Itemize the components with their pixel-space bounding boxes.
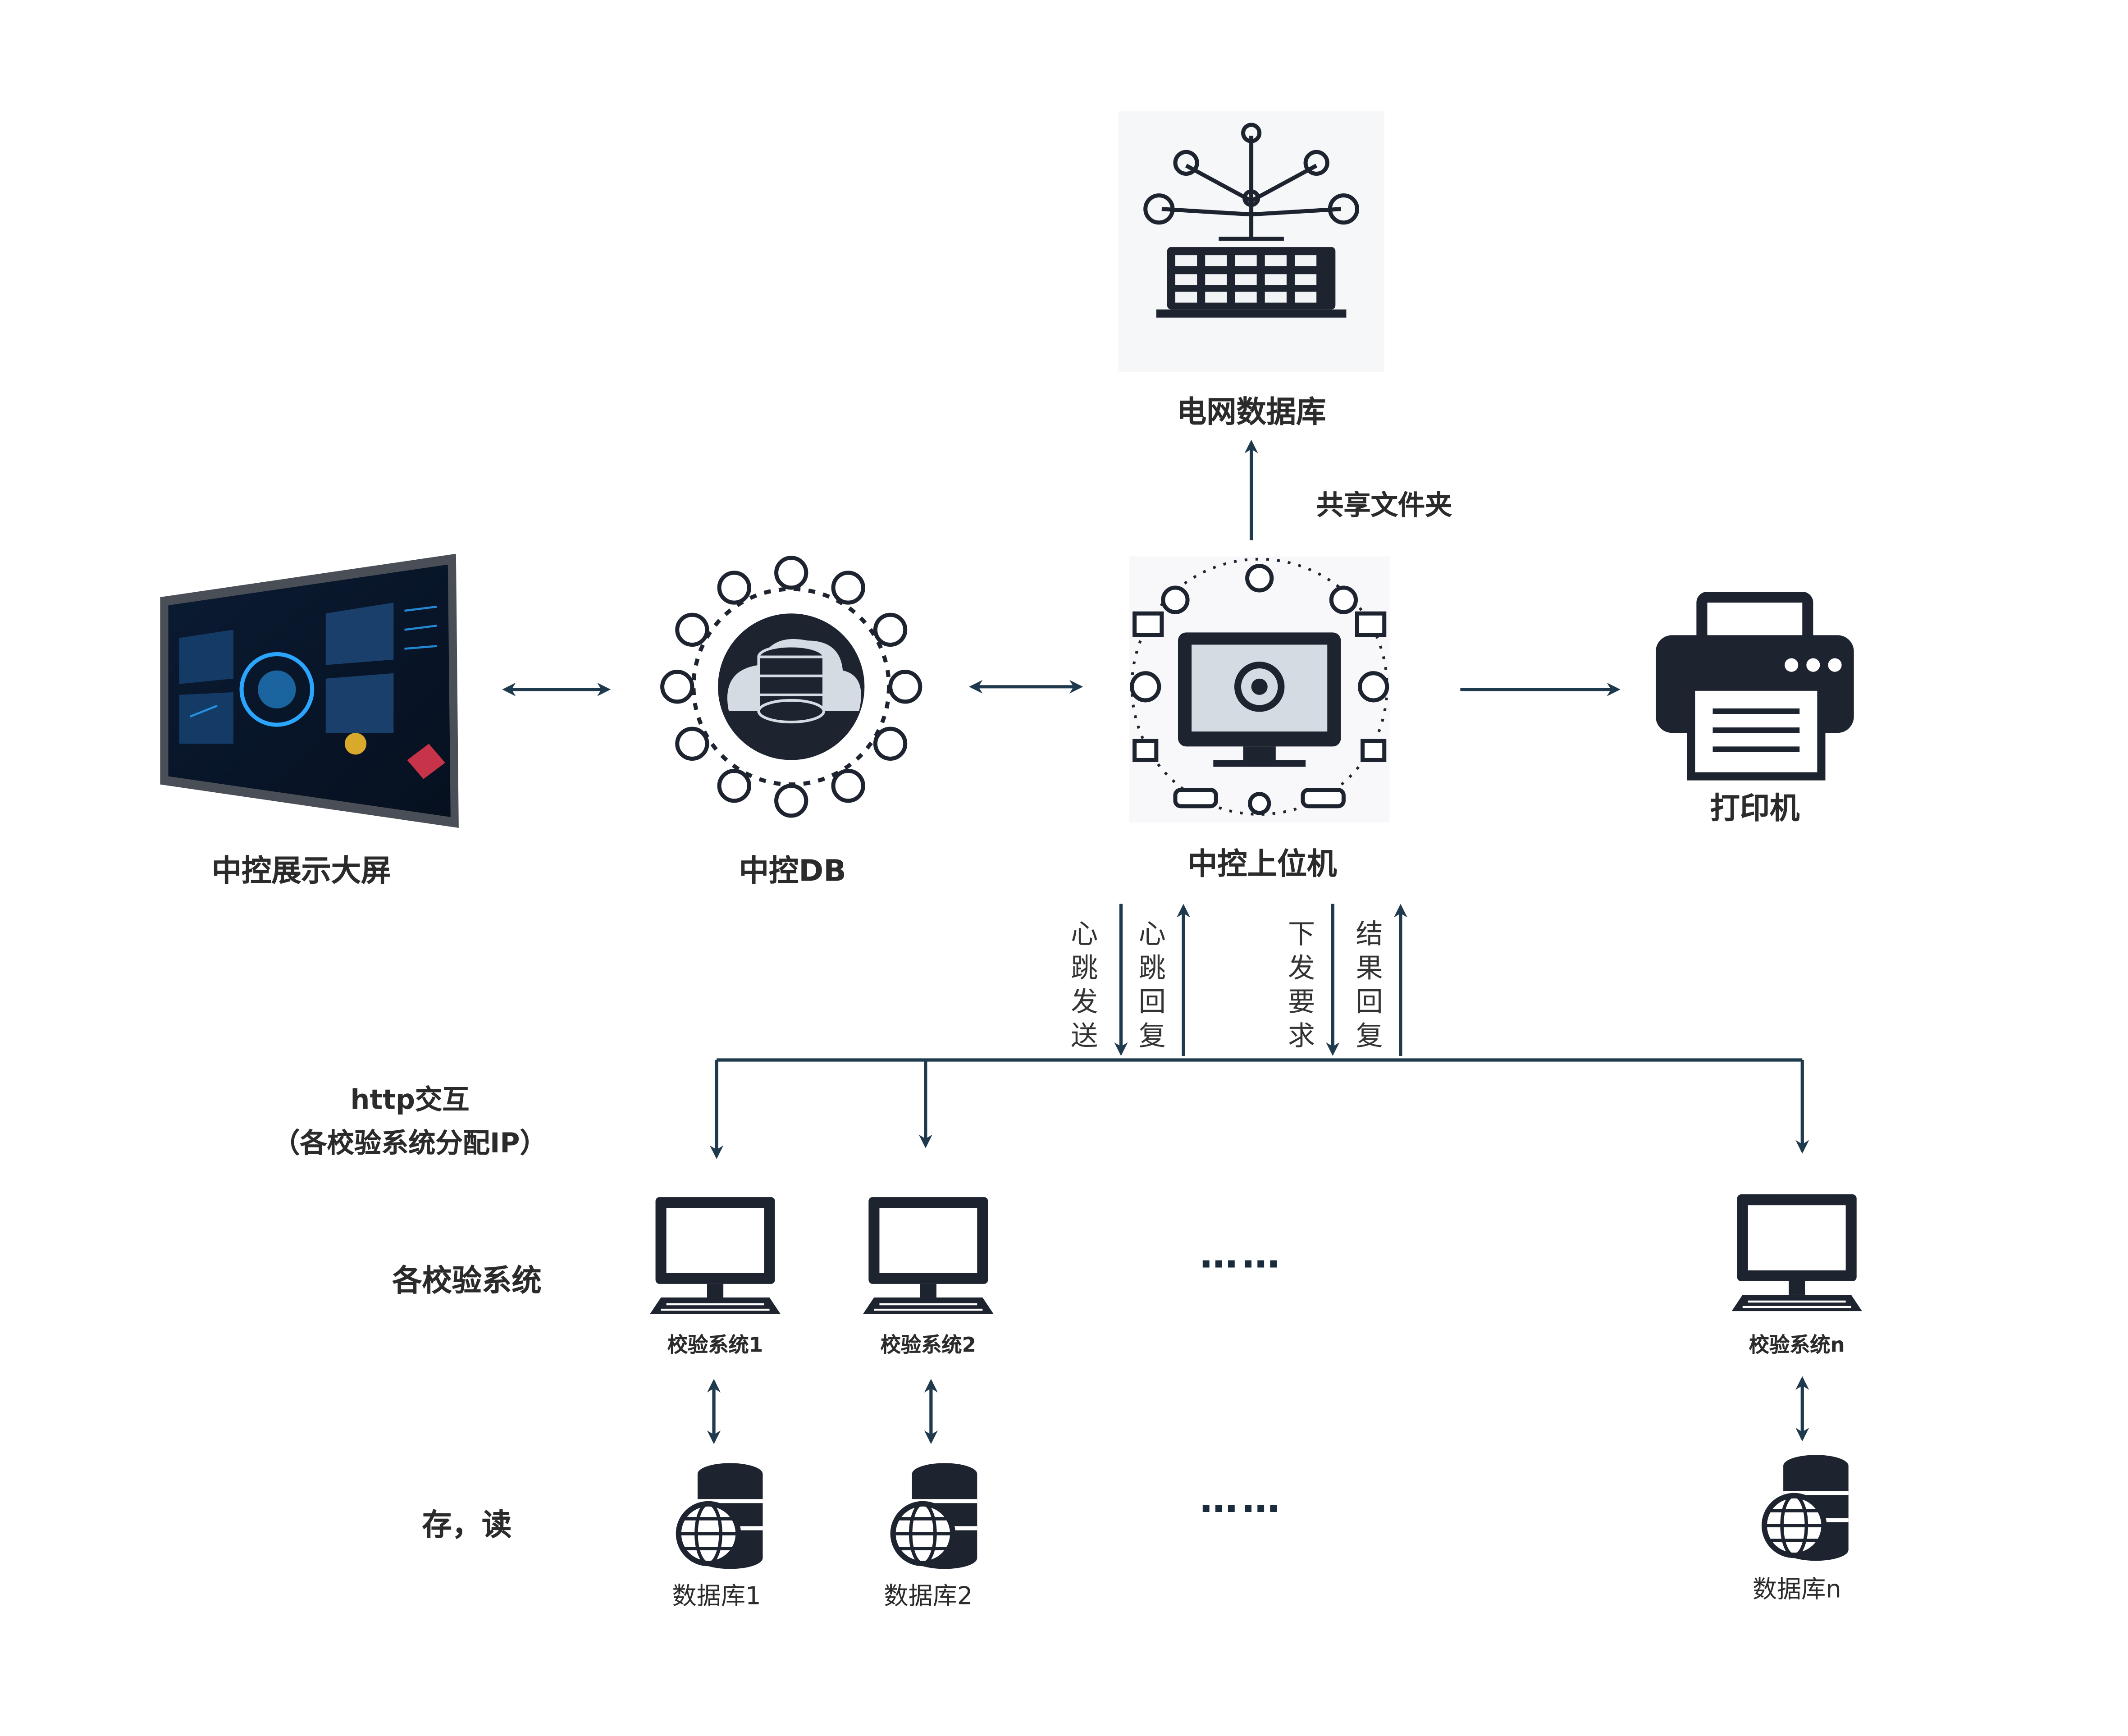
heartbeat-reply-label: 心跳回复 [1138,917,1166,1052]
db-label-n: 数据库n [1752,1576,1841,1604]
monitor-icon-n [1731,1194,1862,1311]
dashboard-screen-icon [160,553,459,828]
shared-folder-label: 共享文件夹 [1316,489,1452,521]
db-label-2: 数据库2 [884,1582,973,1611]
ellipsis-databases: …… [1200,1476,1284,1521]
network-database-icon [1118,111,1384,372]
web-database-icon-n [1761,1455,1849,1561]
system-label-n: 校验系统n [1749,1333,1845,1357]
monitor-icon-1 [650,1197,781,1314]
storage-row-label: 存，读 [422,1509,512,1544]
system-label-2: 校验系统2 [880,1333,976,1357]
issue-request-label: 下发要求 [1288,917,1315,1052]
result-reply-label: 结果回复 [1356,917,1383,1052]
screen-label: 中控展示大屏 [211,855,391,889]
heartbeat-send-label: 心跳发送 [1071,917,1098,1052]
http-subtitle: （各校验系统分配IP） [273,1126,547,1159]
printer-icon [1656,592,1854,781]
http-title: http交互 [350,1083,470,1116]
grid-db-label: 电网数据库 [1176,396,1326,430]
cloud-database-icon [660,556,922,818]
computer-hub-icon [1129,556,1390,822]
web-database-icon-1 [676,1463,763,1569]
systems-row-label: 各校验系统 [392,1265,542,1299]
web-database-icon-2 [890,1463,977,1569]
system-label-1: 校验系统1 [667,1333,763,1357]
monitor-icon-2 [863,1197,994,1314]
central-db-label: 中控DB [739,855,846,889]
printer-label: 打印机 [1710,792,1800,827]
connectors [502,439,1809,1444]
ellipsis-systems: …… [1200,1232,1284,1277]
host-label: 中控上位机 [1187,848,1337,882]
db-label-1: 数据库1 [672,1582,761,1611]
